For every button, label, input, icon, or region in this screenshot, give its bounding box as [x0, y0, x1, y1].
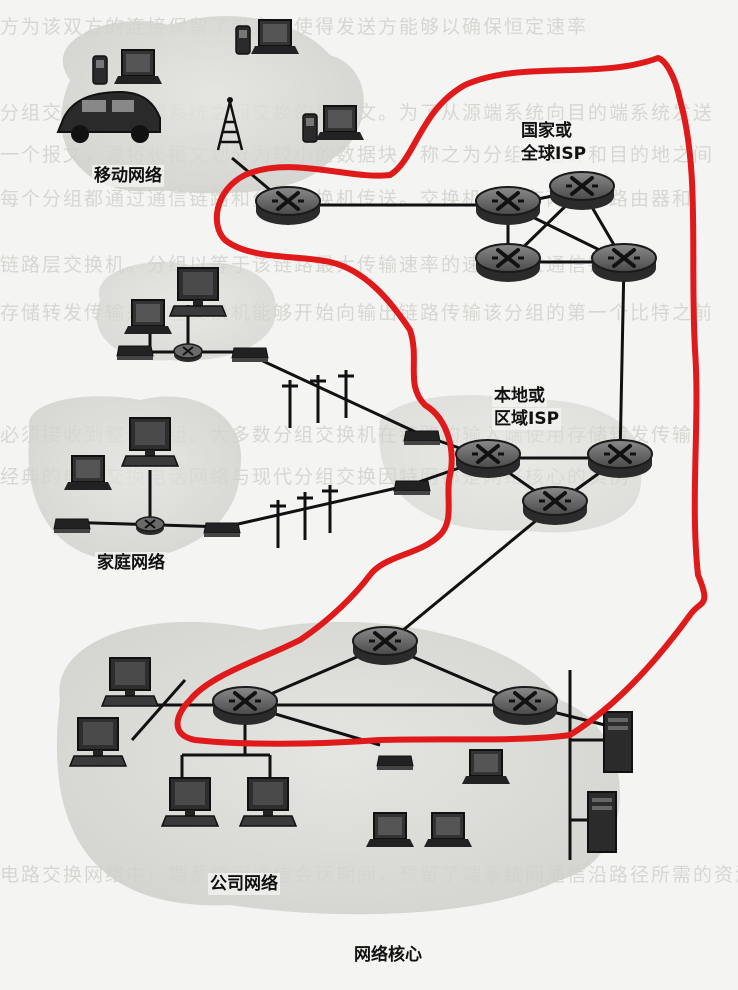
link: [130, 679, 187, 741]
router-icon: [173, 343, 203, 363]
monitor-icon: [161, 777, 219, 827]
router-icon: [351, 625, 419, 667]
router-icon: [135, 516, 165, 536]
router-icon: [474, 242, 542, 284]
router-icon: [590, 242, 658, 284]
national-isp-label-line2: 全球ISP: [519, 143, 589, 165]
devices: [53, 19, 633, 853]
link: [384, 503, 556, 647]
national-isp-label-line1: 国家或: [519, 120, 574, 142]
local-isp-label-line2: 区域ISP: [492, 408, 562, 430]
phone-icon: [235, 25, 251, 55]
server-icon: [603, 711, 633, 773]
modem-icon: [231, 347, 269, 363]
car-icon: [56, 90, 161, 143]
laptop-icon: [250, 19, 300, 55]
phone-icon: [92, 55, 108, 85]
monitor-icon: [169, 267, 227, 317]
monitor-icon: [239, 777, 297, 827]
link: [224, 483, 411, 529]
modem-icon: [403, 430, 441, 446]
laptop-icon: [113, 49, 163, 85]
link: [249, 353, 423, 437]
network-core-highlight-outline: [174, 55, 708, 747]
laptop-icon: [123, 299, 173, 335]
router-icon: [211, 685, 279, 727]
monitor-icon: [101, 657, 159, 707]
pole-icon: [295, 490, 315, 542]
modem-icon: [203, 522, 241, 538]
router-icon: [454, 438, 522, 480]
modem-icon: [116, 345, 154, 361]
local-isp-label-line1: 本地或: [492, 385, 547, 407]
router-icon: [254, 185, 322, 227]
router-icon: [491, 685, 559, 727]
laptop-icon: [365, 812, 415, 848]
router-icon: [474, 185, 542, 227]
phone-icon: [302, 113, 318, 143]
home-network-label: 家庭网络: [95, 552, 167, 574]
link: [618, 261, 626, 459]
laptop-icon: [315, 105, 365, 141]
pole-icon: [280, 378, 300, 430]
laptop-icon: [423, 812, 473, 848]
laptop-icon: [63, 455, 113, 491]
router-icon: [521, 485, 589, 527]
server-icon: [587, 791, 617, 853]
router-icon: [586, 438, 654, 480]
pole-icon: [336, 368, 356, 420]
company-network-label: 公司网络: [208, 873, 280, 895]
pole-icon: [268, 498, 288, 550]
pole-icon: [320, 483, 340, 535]
modem-icon: [393, 480, 431, 496]
network-core-label: 网络核心: [352, 944, 424, 966]
pole-icon: [308, 373, 328, 425]
modem-icon: [53, 518, 91, 534]
mobile-network-label: 移动网络: [92, 165, 164, 187]
router-icon: [548, 170, 616, 212]
monitor-icon: [69, 717, 127, 767]
modem-icon: [376, 755, 414, 771]
laptop-icon: [461, 749, 511, 785]
monitor-icon: [121, 417, 179, 467]
